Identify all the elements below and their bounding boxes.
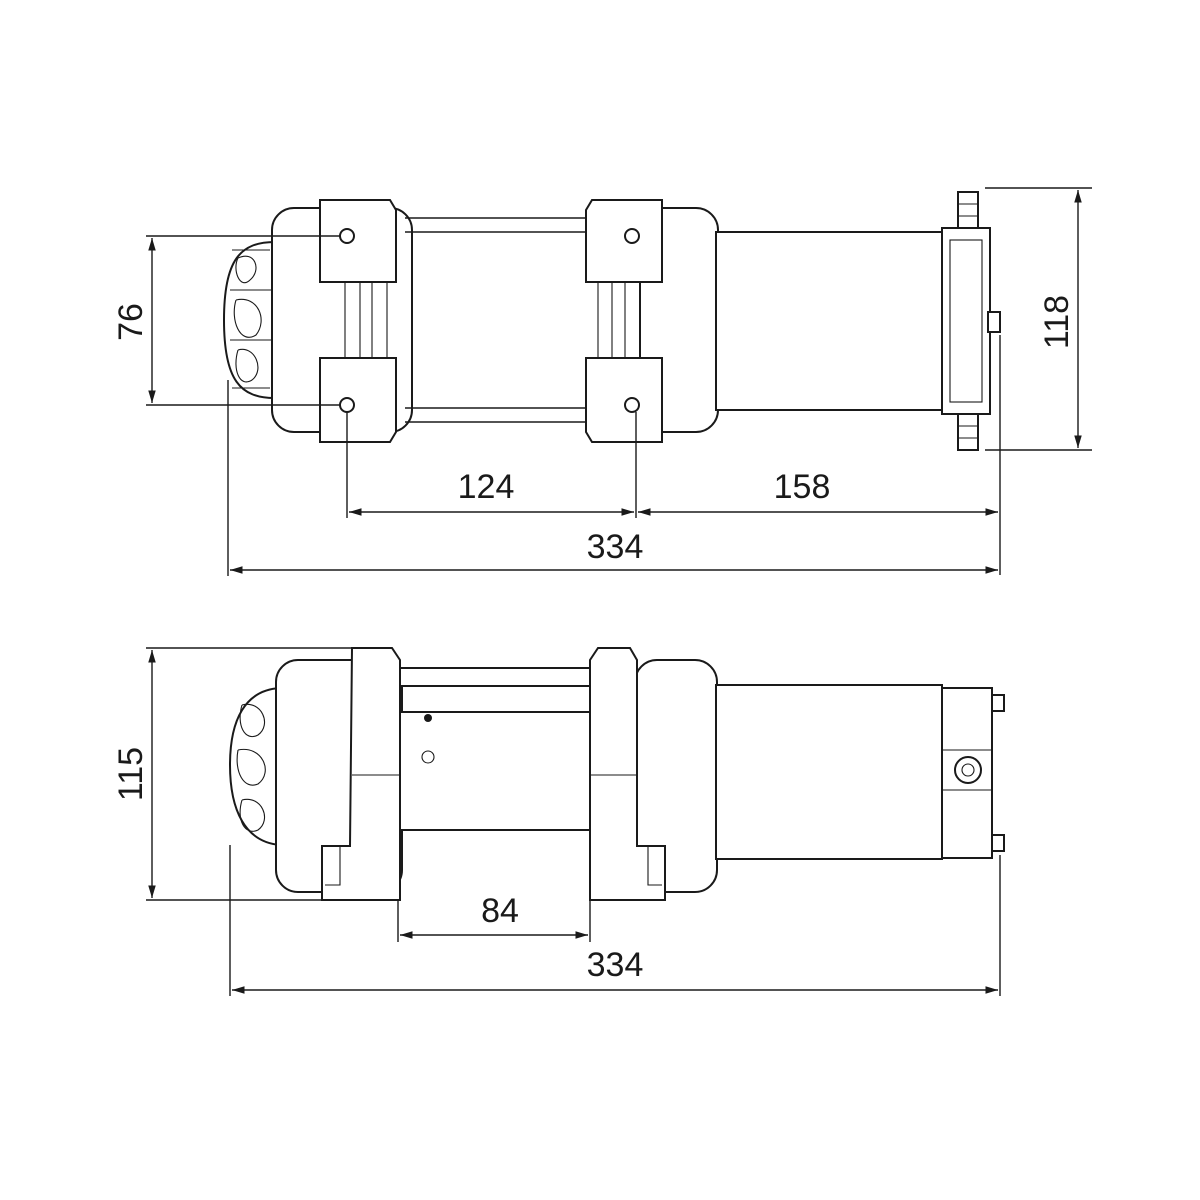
motor (715, 684, 943, 860)
left-end-plate (321, 647, 401, 901)
top-view: 76 124 158 334 118 (112, 187, 1092, 576)
dimension-334-side: 334 (229, 845, 1001, 996)
dimension-118: 118 (985, 187, 1092, 451)
clutch-indicator (421, 750, 435, 764)
dimension-label: 76 (112, 303, 150, 341)
tie-bars (344, 217, 641, 423)
side-view: 115 84 334 (112, 647, 1005, 996)
mount-hole (339, 228, 355, 244)
dimension-label: 115 (112, 747, 150, 801)
dimension-label: 158 (774, 468, 831, 506)
dimension-label: 334 (587, 528, 644, 566)
drum-marker (424, 714, 432, 722)
dimension-label: 118 (1038, 295, 1076, 349)
dimension-76: 76 (112, 235, 340, 406)
dimension-158: 158 (638, 335, 1001, 575)
tie-bar (399, 667, 591, 687)
dimension-334-top: 334 (227, 380, 998, 576)
dimension-84: 84 (397, 892, 591, 942)
right-end-plate (585, 199, 663, 443)
dimension-label: 334 (587, 946, 644, 984)
motor (715, 231, 943, 411)
right-end-plate (589, 647, 666, 901)
dimension-115: 115 (112, 647, 352, 901)
fairlead-dome (228, 686, 281, 847)
mount-hole (339, 397, 355, 413)
fairlead-dome (222, 240, 276, 400)
left-end-plate (319, 199, 397, 443)
mount-hole (624, 228, 640, 244)
dimension-label: 84 (481, 892, 519, 930)
drum (399, 711, 591, 831)
solenoid-block (941, 191, 1001, 451)
dimension-124: 124 (346, 412, 637, 518)
solenoid-block (941, 687, 1005, 859)
dimension-label: 124 (458, 468, 515, 506)
mount-hole (624, 397, 640, 413)
